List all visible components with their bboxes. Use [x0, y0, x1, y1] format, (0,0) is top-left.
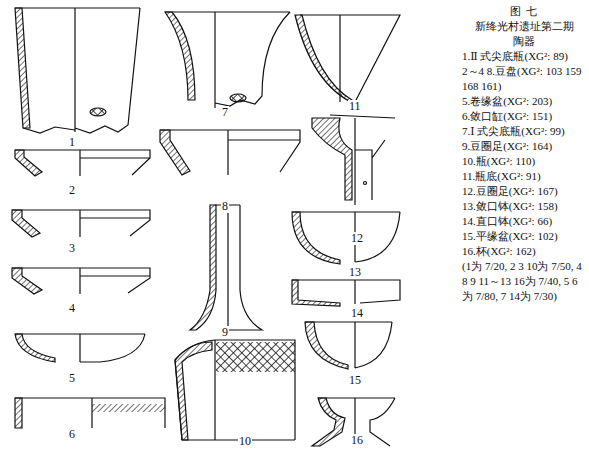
- callout-number: 16: [350, 434, 364, 447]
- caption-item: 9.豆圈足(XG²: 164): [462, 139, 586, 154]
- callout-number: 2: [68, 184, 76, 197]
- caption-item: (1为 7/20, 2 3 10为 7/50, 4 8 9 11～13 16为 …: [462, 259, 586, 304]
- caption-item: 13.敛口钵(XG²: 158): [462, 199, 586, 214]
- legend-column: 图 七新绛光村遗址第二期陶器1.Ⅱ 式尖底瓶(XG²: 89)2～4 8.豆盘(…: [462, 4, 586, 304]
- callout-number: 15: [348, 374, 362, 387]
- caption-item: 14.直口钵(XG²: 66): [462, 214, 586, 229]
- caption-item: 15.平缘盆(XG²: 102): [462, 229, 586, 244]
- figure-subtitle: 陶器: [462, 34, 586, 49]
- callout-number: 9: [221, 326, 229, 339]
- caption-item: 6.敛口缸(XG²: 151): [462, 109, 586, 124]
- caption-item: 12.豆圈足(XG²: 167): [462, 184, 586, 199]
- caption-item: 16.杯(XG²: 162): [462, 244, 586, 259]
- figure-title: 图 七: [462, 4, 586, 19]
- callout-number: 6: [68, 428, 76, 441]
- callout-number: 3: [68, 242, 76, 255]
- figure-subtitle: 新绛光村遗址第二期: [462, 19, 586, 34]
- callout-number: 1: [68, 136, 76, 149]
- callout-number: 5: [68, 372, 76, 385]
- caption-item: 5.卷缘盆(XG²: 203): [462, 94, 586, 109]
- callout-number: 14: [350, 307, 364, 320]
- callout-number: 12: [350, 232, 364, 245]
- caption-item: 7.Ⅰ 式尖底瓶(XG²: 99): [462, 124, 586, 139]
- callout-number: 11: [348, 100, 362, 113]
- callout-number: 7: [221, 106, 229, 119]
- caption-item: 2～4 8.豆盘(XG²: 103 159 168 161): [462, 64, 586, 94]
- caption-item: 1.Ⅱ 式尖底瓶(XG²: 89): [462, 49, 586, 64]
- caption-item: 10.瓶(XG²: 110): [462, 154, 586, 169]
- callout-number: 8: [221, 200, 229, 213]
- caption-item: 11.瓶底(XG²: 91): [462, 169, 586, 184]
- callout-number: 4: [68, 302, 76, 315]
- callout-number: 10: [238, 435, 252, 448]
- callout-number: 13: [348, 266, 362, 279]
